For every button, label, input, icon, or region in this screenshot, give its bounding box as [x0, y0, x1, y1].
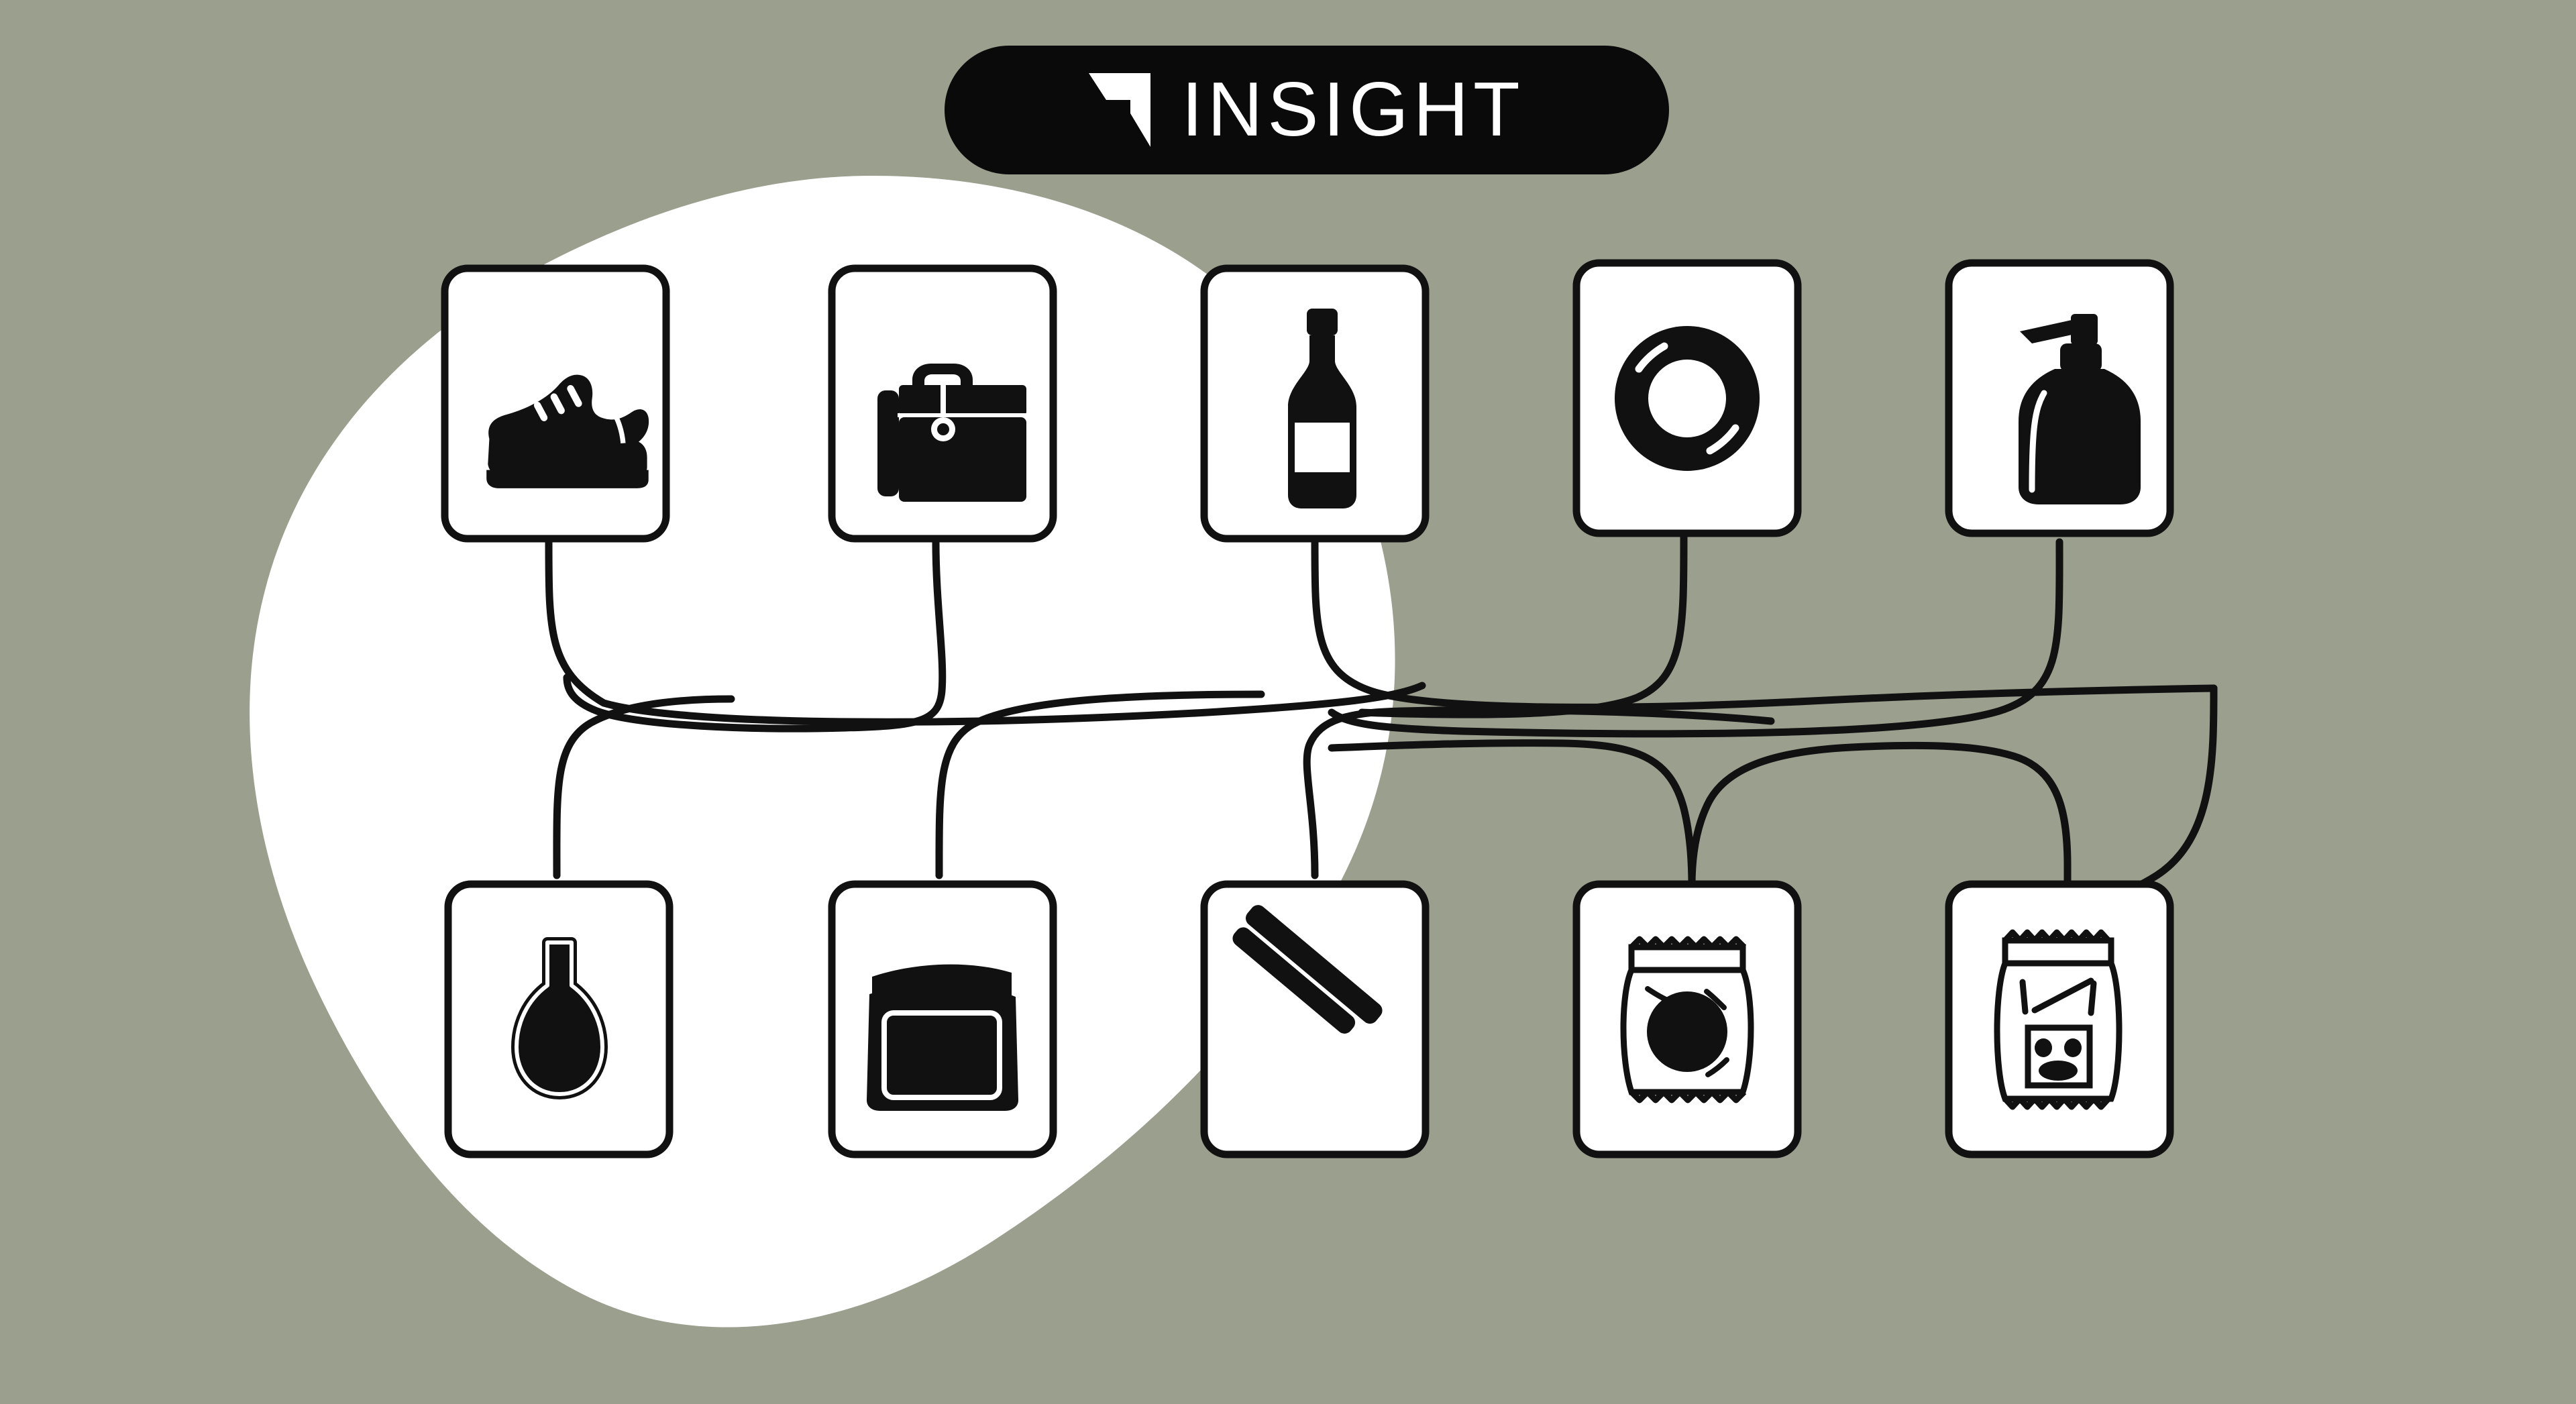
- snack-bag-face-icon: [1994, 929, 2123, 1110]
- connector-dispenser-to-bus: [1328, 538, 2063, 738]
- connector-pouch-riser: [935, 690, 1265, 879]
- card-sticks-frame[interactable]: [1200, 880, 1430, 1158]
- connector-lower-bus: [1328, 739, 1696, 889]
- wine-bottle-icon: [1288, 309, 1356, 508]
- connector-briefcase-loop: [563, 538, 947, 733]
- chopsticks-icon: [1232, 905, 1383, 1079]
- card-dispenser[interactable]: [1945, 259, 2174, 537]
- briefcase-icon: [877, 364, 1028, 502]
- pump-dispenser-icon: [2019, 314, 2141, 504]
- card-bottle[interactable]: [1200, 264, 1430, 543]
- vase-icon: [511, 937, 608, 1099]
- shoe-icon: [486, 374, 649, 488]
- connector-bottle-to-bus: [1311, 538, 2218, 711]
- insight-badge[interactable]: INSIGHT: [945, 46, 1669, 174]
- card-sachet[interactable]: [1572, 880, 1802, 1158]
- ring-icon: [1615, 326, 1760, 471]
- connector-shoe-to-sticks: [545, 538, 1426, 726]
- card-shoe[interactable]: [441, 264, 670, 543]
- connector-ring-to-sachet: [1358, 533, 1688, 718]
- stand-pouch-icon: [867, 964, 1018, 1111]
- card-snack-bag-frame[interactable]: [1945, 880, 2174, 1158]
- insight-badge-label: INSIGHT: [1181, 67, 1525, 152]
- card-snack-bag[interactable]: [1945, 880, 2174, 1158]
- insight-flag-mark: [1089, 73, 1151, 147]
- card-briefcase[interactable]: [828, 264, 1057, 543]
- card-ring[interactable]: [1572, 259, 1802, 537]
- sachet-dot-icon: [1620, 936, 1754, 1103]
- card-pouch[interactable]: [828, 880, 1057, 1158]
- connector-v-right-arm: [1688, 741, 2072, 927]
- connector-to-snack-bag: [2069, 684, 2218, 910]
- connector-vase-riser: [553, 695, 735, 879]
- card-sticks[interactable]: [1200, 880, 1430, 1158]
- card-vase[interactable]: [444, 880, 674, 1158]
